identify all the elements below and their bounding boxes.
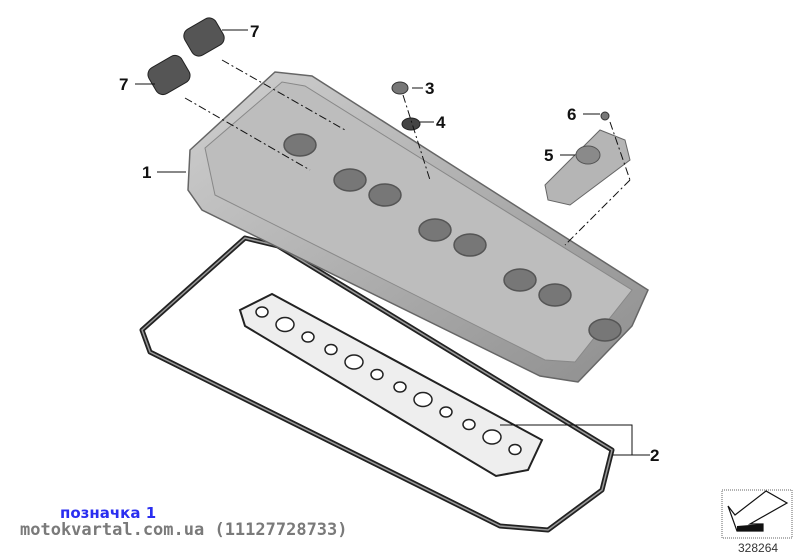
cover-hole: [368, 183, 402, 207]
gasket-hole: [482, 429, 502, 445]
label-5: 5: [544, 146, 553, 165]
gasket-hole: [370, 368, 384, 381]
label-7b: 7: [119, 75, 128, 94]
seal-4: [401, 117, 421, 131]
gasket-hole: [344, 354, 364, 370]
cover-hole: [588, 318, 622, 342]
reference-number: 328264: [738, 541, 779, 555]
plug-7-lower: [147, 54, 191, 96]
gasket-hole: [508, 443, 522, 456]
gasket-hole: [255, 306, 269, 318]
cover-hole: [333, 168, 367, 192]
label-2: 2: [650, 446, 659, 465]
cover-hole: [283, 133, 317, 157]
gasket-hole: [324, 343, 338, 356]
watermark: motokvartal.com.ua (11127728733): [20, 520, 348, 540]
gasket-hole: [301, 331, 315, 343]
label-3: 3: [425, 79, 434, 98]
gasket-hole: [393, 381, 407, 393]
cover-hole: [503, 268, 537, 292]
label-1: 1: [142, 163, 151, 182]
screw-6: [600, 111, 610, 121]
valve-cover: [187, 71, 649, 383]
gasket-hole: [413, 391, 433, 408]
spark-plug-gasket: [238, 292, 544, 478]
gasket-hole: [275, 316, 295, 333]
gasket-hole: [439, 406, 453, 418]
cover-hole: [453, 233, 487, 257]
plug-7-upper: [183, 17, 225, 57]
label-4: 4: [436, 113, 446, 132]
gasket-hole: [462, 418, 476, 431]
view-direction-arrow-icon: [721, 489, 793, 539]
cover-hole: [538, 283, 572, 307]
bolt-3: [391, 81, 409, 95]
label-6: 6: [567, 105, 576, 124]
cover-part-5: [544, 129, 631, 206]
label-7a: 7: [250, 22, 259, 41]
note-label: позначка 1: [60, 504, 157, 522]
cover-hole: [418, 218, 452, 242]
